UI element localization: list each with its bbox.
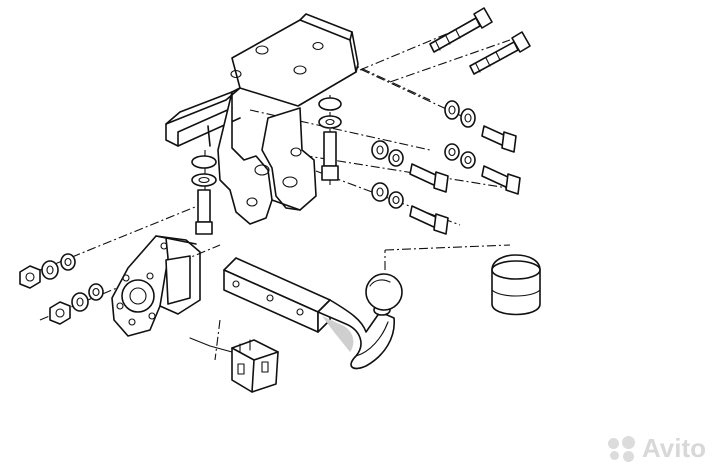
nut-washer-set-left-top bbox=[19, 253, 76, 289]
avito-dots-icon bbox=[607, 435, 638, 462]
nut-washer-set-left-bottom bbox=[49, 283, 104, 325]
long-bolt-1 bbox=[429, 7, 493, 53]
towbar-tube bbox=[223, 257, 403, 370]
washer-nut-set-mid-left bbox=[371, 140, 449, 193]
mounting-bracket bbox=[165, 13, 359, 225]
spacer-bolt-right bbox=[318, 97, 342, 181]
long-bolt-2 bbox=[469, 31, 531, 75]
washer-nut-set-mid-right bbox=[444, 143, 521, 195]
washer-nut-set-lower bbox=[371, 182, 449, 235]
avito-watermark: Avito bbox=[607, 433, 706, 464]
spacer-bolt-left bbox=[191, 155, 217, 235]
socket-mounting-plate bbox=[111, 235, 201, 337]
avito-watermark-text: Avito bbox=[641, 433, 706, 463]
electrical-connector bbox=[189, 337, 279, 393]
ball-cover-cap bbox=[491, 254, 541, 316]
washer-nut-set-right-top bbox=[444, 100, 517, 153]
